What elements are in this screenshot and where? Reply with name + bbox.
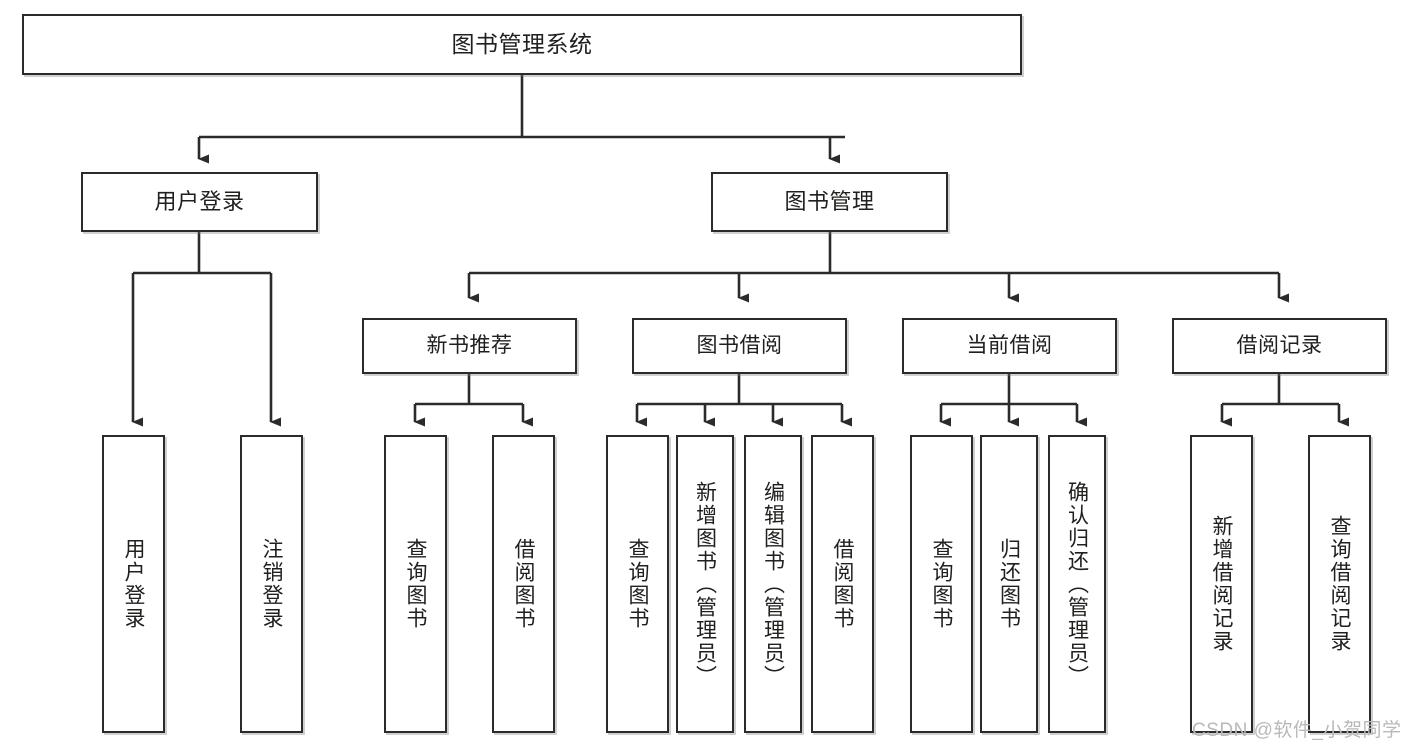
node-label: 新增图书（管理员） <box>693 480 717 688</box>
node-label: 注销登录 <box>260 538 283 630</box>
node-label: 归还图书 <box>997 538 1021 630</box>
node-label: 图书管理系统 <box>451 31 593 58</box>
leaf-query-book-borrow[interactable]: 查询图书 <box>606 435 669 733</box>
node-new-book-recommendation[interactable]: 新书推荐 <box>362 318 577 374</box>
node-user-login[interactable]: 用户登录 <box>81 172 318 232</box>
node-label: 查询图书 <box>404 538 427 630</box>
node-label: 图书管理 <box>784 189 875 215</box>
node-label: 借阅记录 <box>1236 333 1323 357</box>
node-label: 用户登录 <box>122 538 145 630</box>
leaf-user-login[interactable]: 用户登录 <box>102 435 165 733</box>
node-label: 借阅图书 <box>512 538 535 630</box>
leaf-edit-book-admin[interactable]: 编辑图书（管理员） <box>744 435 802 733</box>
leaf-borrow-book-newbook[interactable]: 借阅图书 <box>492 435 555 733</box>
node-label: 用户登录 <box>154 189 245 215</box>
leaf-borrow-book[interactable]: 借阅图书 <box>811 435 874 733</box>
leaf-add-book-admin[interactable]: 新增图书（管理员） <box>676 435 734 733</box>
node-label: 借阅图书 <box>831 538 854 630</box>
node-label: 图书借阅 <box>696 333 783 357</box>
node-label: 编辑图书（管理员） <box>761 480 785 688</box>
node-label: 确认归还（管理员） <box>1065 480 1089 688</box>
leaf-add-borrow-record[interactable]: 新增借阅记录 <box>1190 435 1253 733</box>
node-label: 查询图书 <box>626 538 649 630</box>
leaf-query-book-current[interactable]: 查询图书 <box>910 435 973 733</box>
leaf-confirm-return-admin[interactable]: 确认归还（管理员） <box>1048 435 1106 733</box>
node-borrowing-records[interactable]: 借阅记录 <box>1172 318 1387 374</box>
node-label: 新增借阅记录 <box>1210 515 1233 653</box>
node-label: 当前借阅 <box>966 333 1053 357</box>
leaf-query-borrow-record[interactable]: 查询借阅记录 <box>1308 435 1371 733</box>
leaf-logout[interactable]: 注销登录 <box>240 435 303 733</box>
node-label: 查询借阅记录 <box>1328 515 1351 653</box>
node-book-management[interactable]: 图书管理 <box>711 172 948 232</box>
node-root-book-management-system[interactable]: 图书管理系统 <box>22 14 1022 75</box>
leaf-return-book[interactable]: 归还图书 <box>980 435 1038 733</box>
node-label: 查询图书 <box>930 538 953 630</box>
node-label: 新书推荐 <box>426 333 513 357</box>
node-current-borrowing[interactable]: 当前借阅 <box>902 318 1117 374</box>
leaf-query-book-newbook[interactable]: 查询图书 <box>384 435 447 733</box>
node-book-borrowing[interactable]: 图书借阅 <box>632 318 847 374</box>
